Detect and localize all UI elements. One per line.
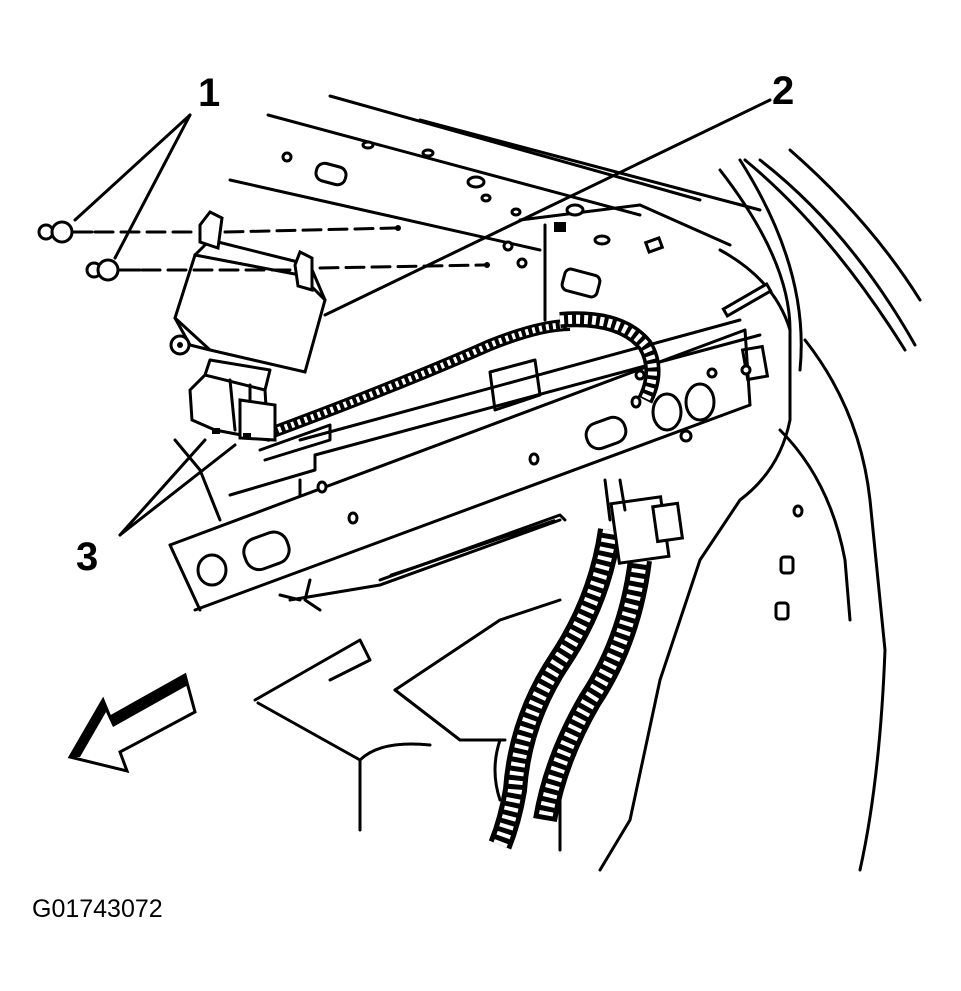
front-arrow-icon bbox=[67, 672, 197, 774]
body-panel bbox=[173, 94, 922, 872]
figure-id: G01743072 bbox=[32, 895, 163, 923]
fastener-nuts bbox=[37, 220, 490, 282]
cross-member bbox=[168, 318, 762, 612]
callout-3: 3 bbox=[76, 535, 98, 579]
module bbox=[169, 210, 327, 442]
callout-2: 2 bbox=[772, 69, 794, 113]
callout-1: 1 bbox=[198, 71, 220, 115]
leader-lines bbox=[73, 98, 772, 537]
wiring-harness bbox=[258, 311, 685, 850]
